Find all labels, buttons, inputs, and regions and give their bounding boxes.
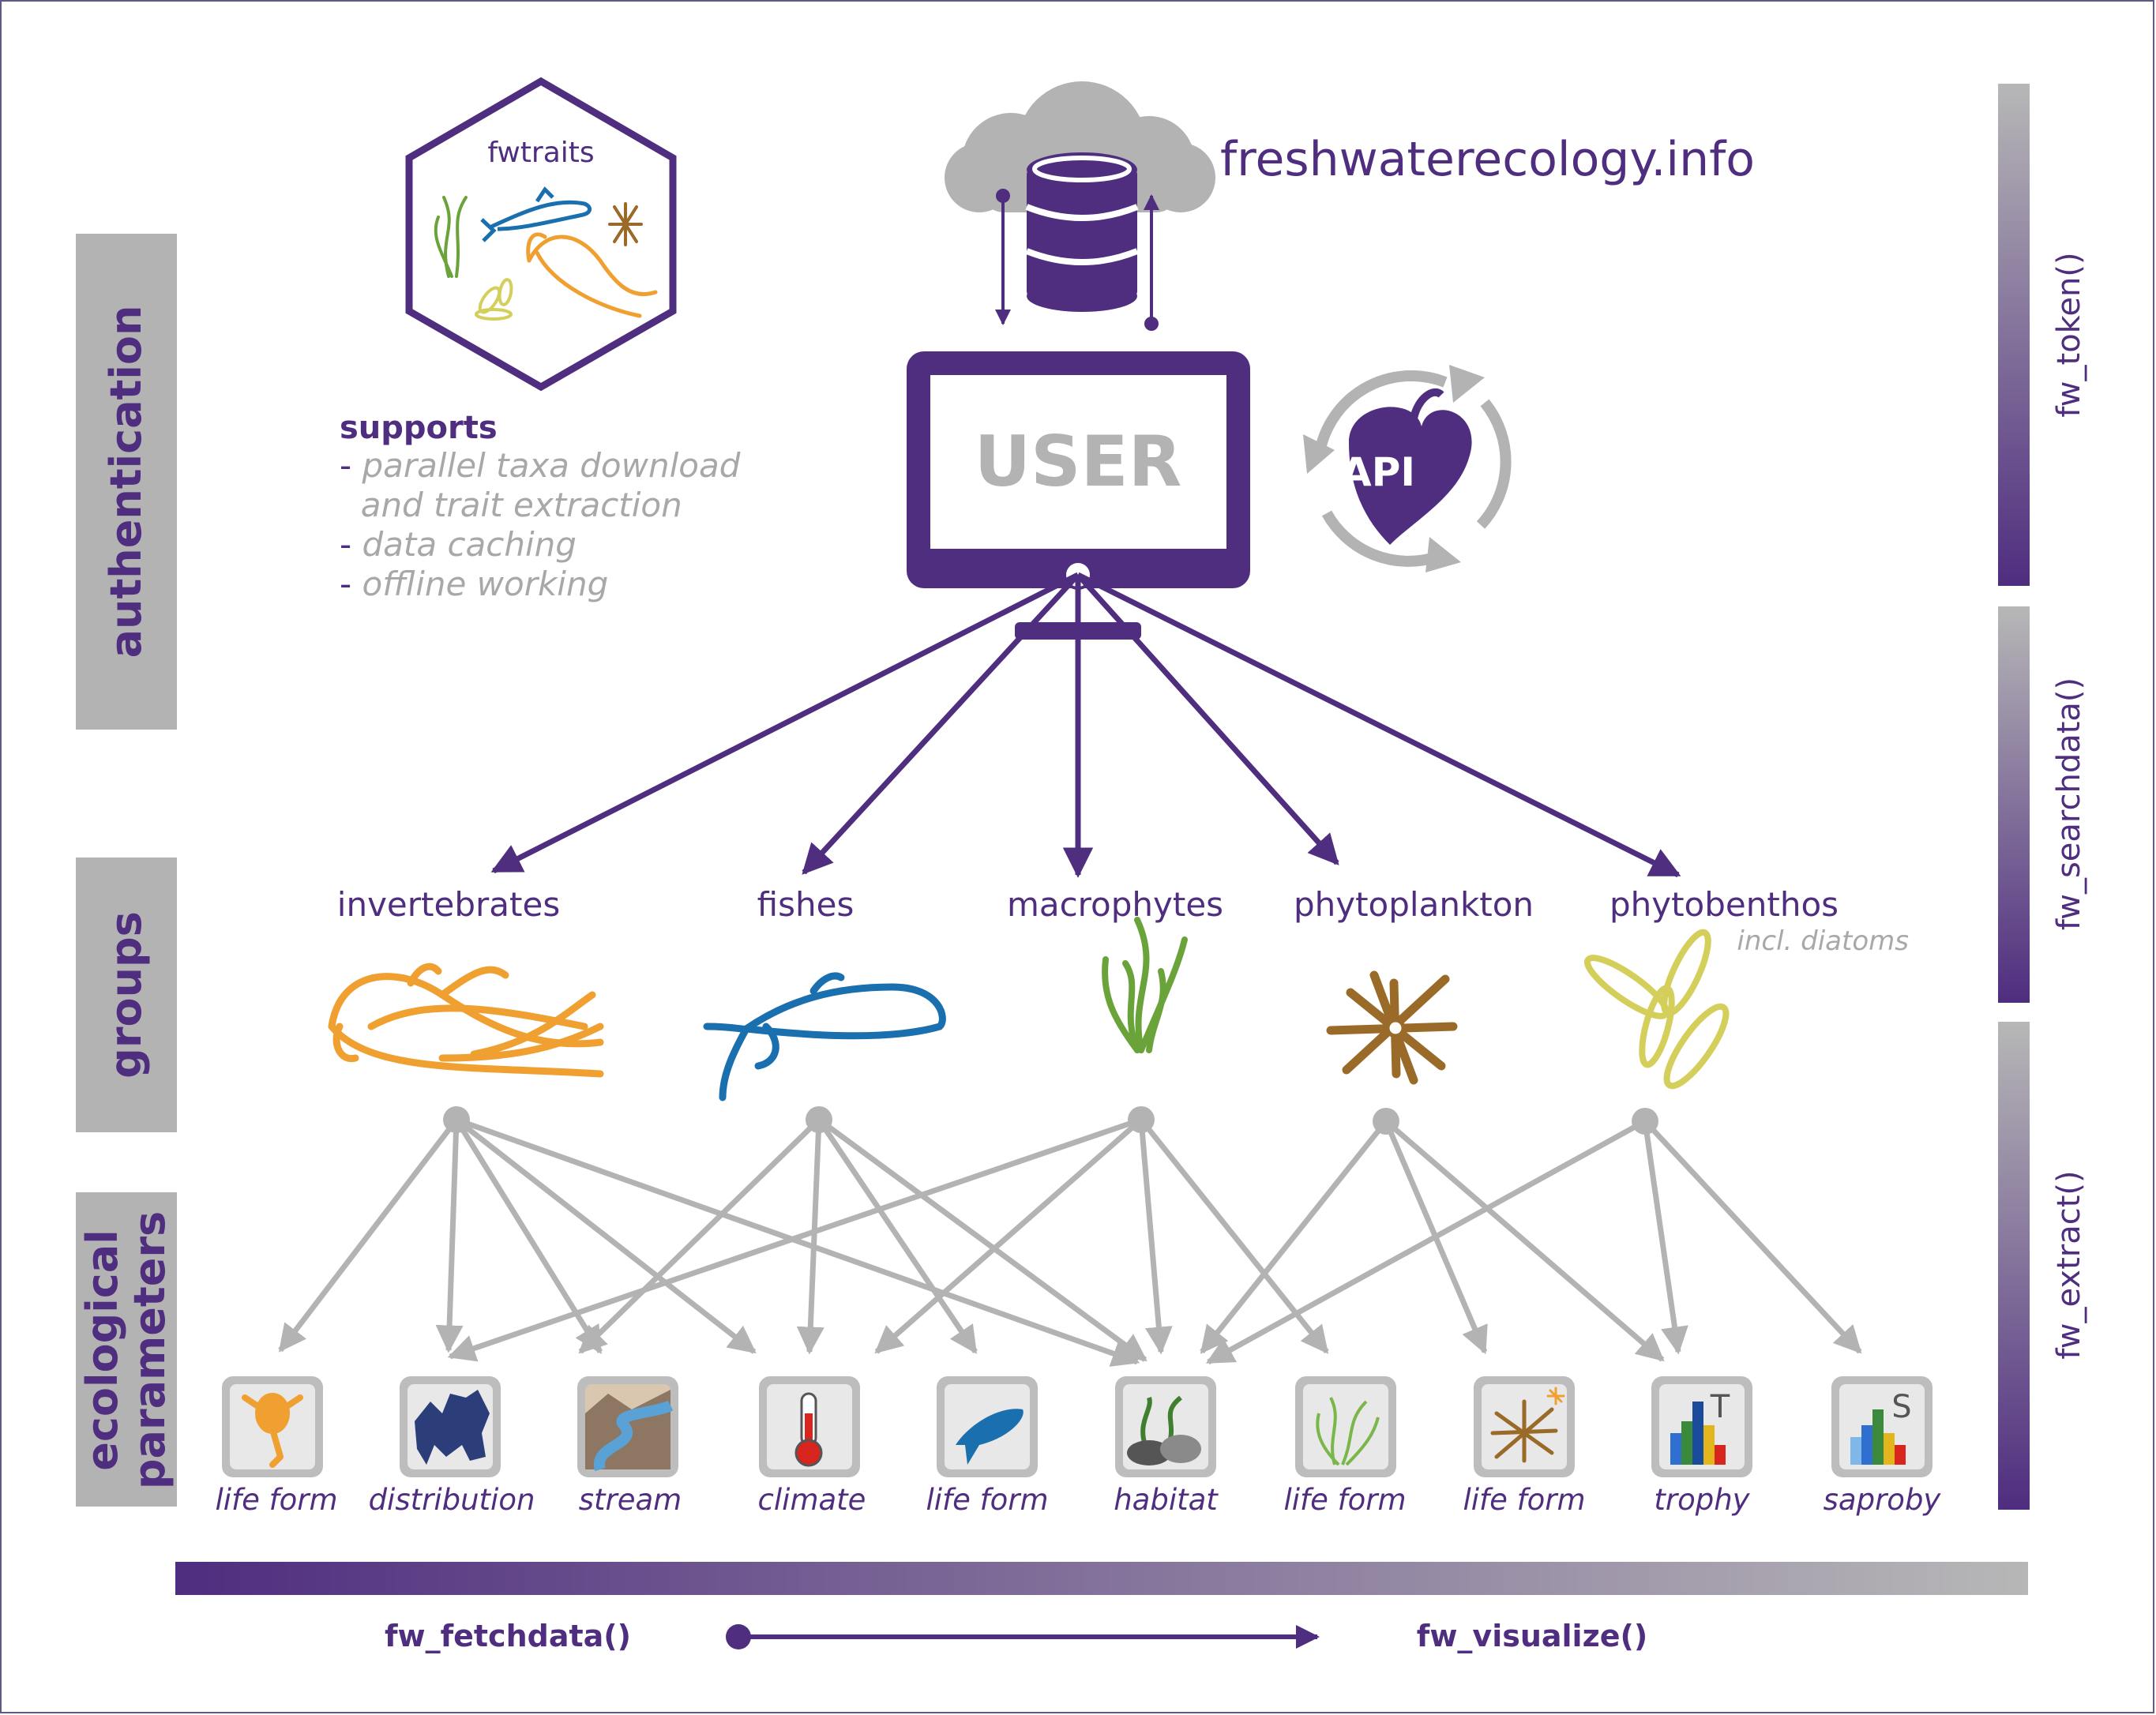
trophy-chart-icon: T <box>1670 1389 1730 1465</box>
param-tile-distribution <box>400 1376 501 1477</box>
bottom-gradient-bar <box>175 1562 2028 1595</box>
logo-diatom-icon <box>475 278 513 321</box>
supports-item-4: - offline working <box>340 565 608 603</box>
param-label-stream: stream <box>579 1483 682 1517</box>
cloud-database <box>945 81 1215 312</box>
invertebrate-icon <box>328 963 604 1078</box>
phytoplankton-icon <box>1326 970 1458 1085</box>
user-label: USER <box>975 421 1182 502</box>
param-label-trophy: trophy <box>1654 1483 1750 1517</box>
svg-text:S: S <box>1891 1389 1911 1425</box>
left-section-bars: authentication groups ecological paramet… <box>76 234 177 1507</box>
group-fishes: fishes <box>757 885 855 924</box>
param-label-climate: climate <box>758 1483 866 1517</box>
fw-searchdata-bar <box>1998 606 2030 1003</box>
user-group-arrows <box>490 572 1681 878</box>
group-phytobenthos-note: incl. diatoms <box>1737 925 1909 957</box>
group-junction-dots <box>443 1106 1658 1135</box>
logo-invertebrate-icon <box>526 232 658 318</box>
param-label-distribution: distribution <box>369 1483 535 1517</box>
supports-item-1: - parallel taxa download <box>340 446 741 485</box>
group-invertebrates: invertebrates <box>337 885 560 924</box>
authentication-label: authentication <box>101 306 151 659</box>
param-tile-life-form-fish <box>937 1376 1038 1477</box>
fw-token-label: fw_token() <box>2051 252 2087 417</box>
group-phytobenthos: phytobenthos <box>1609 885 1839 924</box>
fw-fetchdata-label: fw_fetchdata() <box>385 1619 631 1653</box>
logo-text: fwtraits <box>487 137 594 169</box>
fw-extract-label: fw_extract() <box>2051 1170 2087 1359</box>
fw-searchdata-label: fw_searchdata() <box>2051 677 2087 930</box>
param-label-habitat: habitat <box>1114 1483 1219 1517</box>
supports-item-3: - data caching <box>340 525 577 564</box>
fish-lifeform-icon <box>956 1409 1024 1465</box>
stream-icon <box>585 1390 674 1472</box>
group-phytoplankton: phytoplankton <box>1294 885 1534 924</box>
param-tile-stream <box>577 1376 678 1477</box>
fwtraits-logo: fwtraits <box>405 77 677 392</box>
authentication-bar <box>76 234 177 730</box>
macrophyte-lifeform-icon <box>1316 1397 1380 1466</box>
parameter-tiles: T S <box>222 1376 1933 1477</box>
param-tile-habitat <box>1115 1376 1216 1477</box>
fw-token-bar <box>1998 84 2030 586</box>
param-tile-climate <box>759 1376 860 1477</box>
parameter-labels: life form distribution stream climate li… <box>215 1483 1941 1517</box>
group-parameter-arrows <box>278 1116 1862 1367</box>
api-label: API <box>1341 449 1415 495</box>
logo-fish-icon <box>480 186 592 242</box>
param-label-saproby: saproby <box>1824 1483 1942 1517</box>
habitat-icon <box>1127 1395 1201 1465</box>
europe-map-icon <box>415 1390 490 1465</box>
right-function-bars: fw_token() fw_searchdata() fw_extract() <box>1998 84 2087 1510</box>
bottom-functions: fw_fetchdata() fw_visualize() <box>385 1619 1647 1653</box>
macrophyte-icon <box>1102 917 1188 1053</box>
supports-item-2: and trait extraction <box>340 486 682 524</box>
logo-macrophyte-icon <box>434 196 468 278</box>
fw-extract-bar <box>1998 1022 2030 1510</box>
param-tile-saproby: S <box>1831 1376 1933 1477</box>
api-icon: API <box>1303 365 1512 572</box>
supports-title: supports <box>340 410 498 446</box>
param-tile-trophy: T <box>1651 1376 1752 1477</box>
svg-text:T: T <box>1710 1389 1730 1425</box>
thermometer-icon <box>794 1392 823 1467</box>
group-macrophytes: macrophytes <box>1007 885 1223 924</box>
ecological-label: ecological <box>77 1229 127 1470</box>
cloud-user-arrows <box>995 189 1159 331</box>
parameters-label: parameters <box>125 1211 175 1489</box>
website-label: freshwaterecology.info <box>1220 132 1755 187</box>
logo-phytoplankton-icon <box>608 202 643 246</box>
diatom-icon <box>1584 929 1730 1090</box>
param-label-life-form-3: life form <box>1283 1483 1406 1517</box>
group-labels: invertebrates fishes macrophytes phytopl… <box>337 885 1909 957</box>
user-monitor: USER <box>907 351 1250 640</box>
param-tile-life-form-phytoplankton <box>1474 1376 1575 1477</box>
ecological-parameters-bar <box>76 1192 177 1507</box>
groups-bar <box>76 858 177 1132</box>
groups-label: groups <box>101 911 151 1079</box>
param-label-life-form-4: life form <box>1463 1483 1585 1517</box>
saproby-chart-icon: S <box>1850 1389 1912 1465</box>
param-tile-life-form-macrophyte <box>1295 1376 1396 1477</box>
param-tile-life-form-invertebrate <box>222 1376 323 1477</box>
fw-visualize-label: fw_visualize() <box>1417 1619 1647 1653</box>
invertebrate-lifeform-icon <box>242 1393 303 1468</box>
param-label-life-form-2: life form <box>926 1483 1048 1517</box>
phytoplankton-lifeform-icon <box>1490 1387 1565 1463</box>
supports-block: supports - parallel taxa download and tr… <box>340 410 741 603</box>
fish-icon <box>703 972 946 1101</box>
param-label-life-form-1: life form <box>215 1483 337 1517</box>
